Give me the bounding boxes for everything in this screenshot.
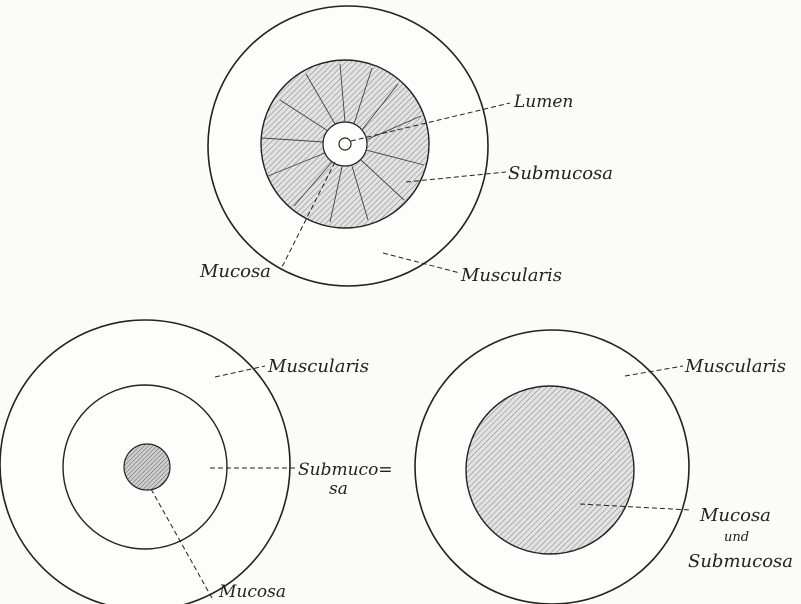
bl-label-mucosa: Mucosa — [218, 582, 286, 602]
top-label-mucosa: Mucosa — [199, 261, 271, 282]
top-label-muscularis: Muscularis — [460, 265, 562, 286]
br-label-muscularis: Muscularis — [684, 356, 786, 377]
br-label-submucosa: Submucosa — [688, 551, 793, 572]
br-mucosa-submucosa-disc — [466, 386, 634, 554]
bl-label-submucosa-2: sa — [329, 479, 348, 499]
top-lumen — [339, 138, 351, 150]
bl-label-submucosa-1: Submuco= — [298, 460, 393, 480]
bl-mucosa-disc — [124, 444, 170, 490]
bl-label-muscularis: Muscularis — [267, 356, 369, 377]
top-cross-section: Lumen Submucosa Mucosa Muscularis — [199, 6, 613, 286]
br-label-mucosa: Mucosa — [699, 505, 771, 526]
top-label-lumen: Lumen — [513, 92, 573, 112]
bottom-right-cross-section: Muscularis Mucosa und Submucosa — [415, 330, 793, 604]
top-label-submucosa: Submucosa — [508, 163, 613, 184]
bottom-left-cross-section: Muscularis Submuco= sa Mucosa — [0, 320, 393, 604]
br-label-und: und — [724, 530, 749, 545]
